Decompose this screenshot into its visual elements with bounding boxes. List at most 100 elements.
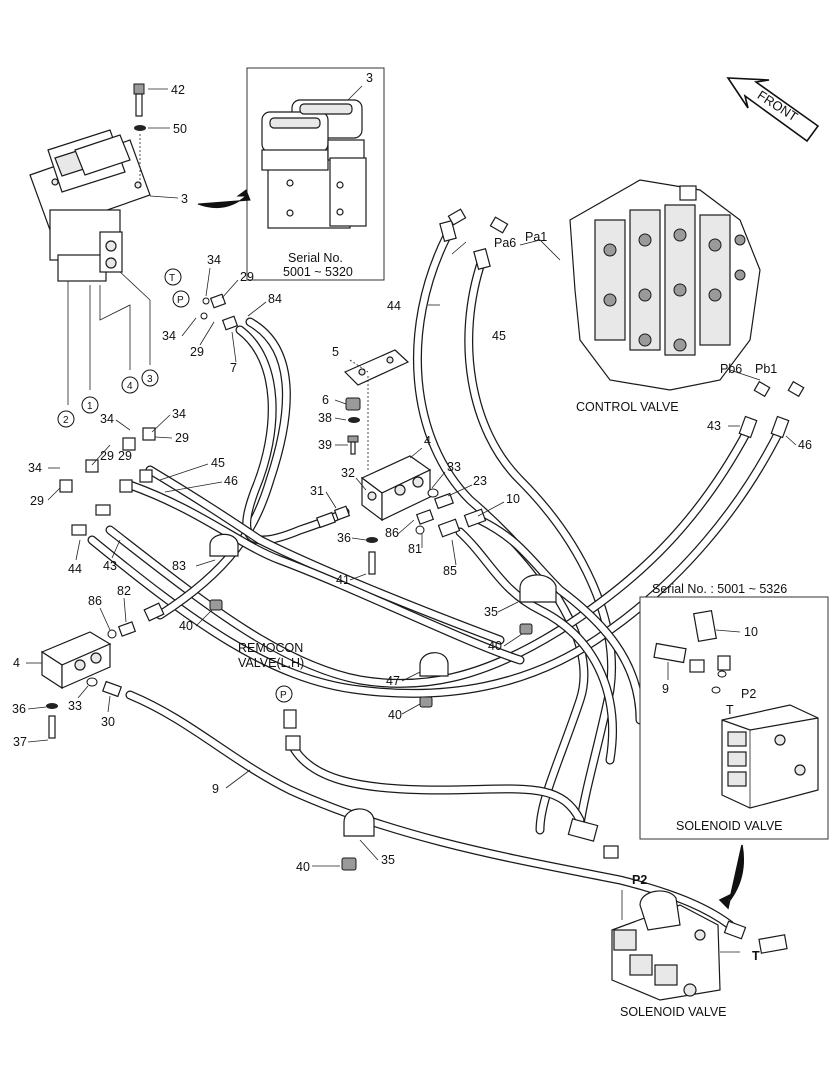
callout: 41 (336, 573, 350, 587)
callout: 4 (424, 434, 431, 448)
inset-right-callout-10: 10 (744, 625, 758, 639)
svg-text:3: 3 (147, 374, 153, 385)
inset-pedal-drawing (261, 85, 367, 229)
callout: 40 (296, 860, 310, 874)
circle-marker-2: 2 (57, 410, 75, 428)
inset-pointer-arrow (197, 189, 251, 209)
svg-text:T: T (169, 273, 175, 284)
callout: 34 (28, 461, 42, 475)
callout: 5 (332, 345, 339, 359)
callout: 29 (175, 431, 189, 445)
callout: 34 (100, 412, 114, 426)
inset-right-pointer (718, 844, 745, 910)
callout: 7 (230, 361, 237, 375)
callout: 43 (707, 419, 721, 433)
callout: 33 (68, 699, 82, 713)
port-pb1: Pb1 (755, 362, 777, 376)
callout-labels: 42 50 3 34 29 84 34 29 7 34 29 34 29 29 … (12, 83, 812, 874)
fittings-center (316, 488, 487, 538)
control-valve-caption: CONTROL VALVE (576, 400, 679, 414)
callout: 29 (190, 345, 204, 359)
circle-marker-4: 4 (121, 376, 139, 394)
hose-end-fittings-top (439, 208, 805, 439)
solenoid-valve (567, 818, 788, 1001)
port-pb6: Pb6 (720, 362, 742, 376)
callout: 40 (179, 619, 193, 633)
bolt-42 (133, 83, 145, 117)
callout: 36 (337, 531, 351, 545)
callout: 40 (488, 639, 502, 653)
solenoid-valve-caption: SOLENOID VALVE (620, 1005, 727, 1019)
callout: 81 (408, 542, 422, 556)
callout: 30 (101, 715, 115, 729)
callout: 86 (88, 594, 102, 608)
inset-right-callout-9: 9 (662, 682, 669, 696)
hose-bundle (67, 231, 785, 930)
callout: 29 (240, 270, 254, 284)
circle-marker-p-lower: P (275, 685, 293, 703)
callout: 10 (506, 492, 520, 506)
inset-top-box: 3 Serial No. 5001 ~ 5320 (246, 67, 385, 281)
callout: 31 (310, 484, 324, 498)
circle-marker-1: 1 (81, 396, 99, 414)
remocon-caption-line2: VALVE(L.H) (238, 656, 304, 670)
callout: 23 (473, 474, 487, 488)
svg-text:P: P (177, 295, 184, 306)
callout: 42 (171, 83, 185, 97)
callout: 40 (388, 708, 402, 722)
callout: 86 (385, 526, 399, 540)
callout: 45 (492, 329, 506, 343)
circle-marker-3: 3 (141, 369, 159, 387)
inset-right-port-p2: P2 (741, 687, 756, 701)
svg-text:2: 2 (63, 415, 69, 426)
callout: 45 (211, 456, 225, 470)
callout: 37 (13, 735, 27, 749)
callout: 32 (341, 466, 355, 480)
front-arrow: FRONT (726, 77, 820, 143)
callout: 29 (100, 449, 114, 463)
bolt-41 (366, 537, 378, 575)
port-t: T (752, 949, 760, 963)
callout: 29 (118, 449, 132, 463)
remocon-caption-line1: REMOCON (238, 641, 303, 655)
port-pa1: Pa1 (525, 230, 547, 244)
callout: 83 (172, 559, 186, 573)
control-valve (569, 179, 761, 391)
inset-right-serial: Serial No. : 5001 ~ 5326 (652, 582, 787, 596)
callout: 33 (447, 460, 461, 474)
port-p2: P2 (632, 873, 647, 887)
remocon-fittings (283, 709, 301, 751)
inset-right-caption: SOLENOID VALVE (676, 819, 783, 833)
callout: 34 (207, 253, 221, 267)
callout: 46 (224, 474, 238, 488)
callout: 84 (268, 292, 282, 306)
port-pa6: Pa6 (494, 236, 516, 250)
callout: 6 (322, 393, 329, 407)
leader-lines (26, 88, 797, 953)
washer-50 (134, 125, 146, 131)
callout: 43 (103, 559, 117, 573)
callout: 34 (162, 329, 176, 343)
svg-text:P: P (280, 690, 287, 701)
callout: 46 (798, 438, 812, 452)
inset-top-serial-label: Serial No. (288, 251, 343, 265)
callout: 44 (387, 299, 401, 313)
callout: 3 (181, 192, 188, 206)
callout: 39 (318, 438, 332, 452)
inset-top-callout-3: 3 (366, 71, 373, 85)
callout: 44 (68, 562, 82, 576)
svg-text:1: 1 (87, 401, 93, 412)
pedal-fittings (59, 293, 239, 536)
circle-marker-p-upper: P (172, 290, 190, 308)
manifold-block-lower (40, 631, 122, 739)
callout: 38 (318, 411, 332, 425)
callout: 35 (484, 605, 498, 619)
pilot-valve-pedal (29, 129, 151, 282)
inset-right-box: Serial No. : 5001 ~ 5326 P2 T 10 9 SOLEN… (639, 582, 829, 840)
callout: 35 (381, 853, 395, 867)
clamps (209, 533, 557, 871)
circle-marker-t: T (164, 268, 182, 286)
manifold-block-upper (343, 349, 432, 522)
callout: 29 (30, 494, 44, 508)
